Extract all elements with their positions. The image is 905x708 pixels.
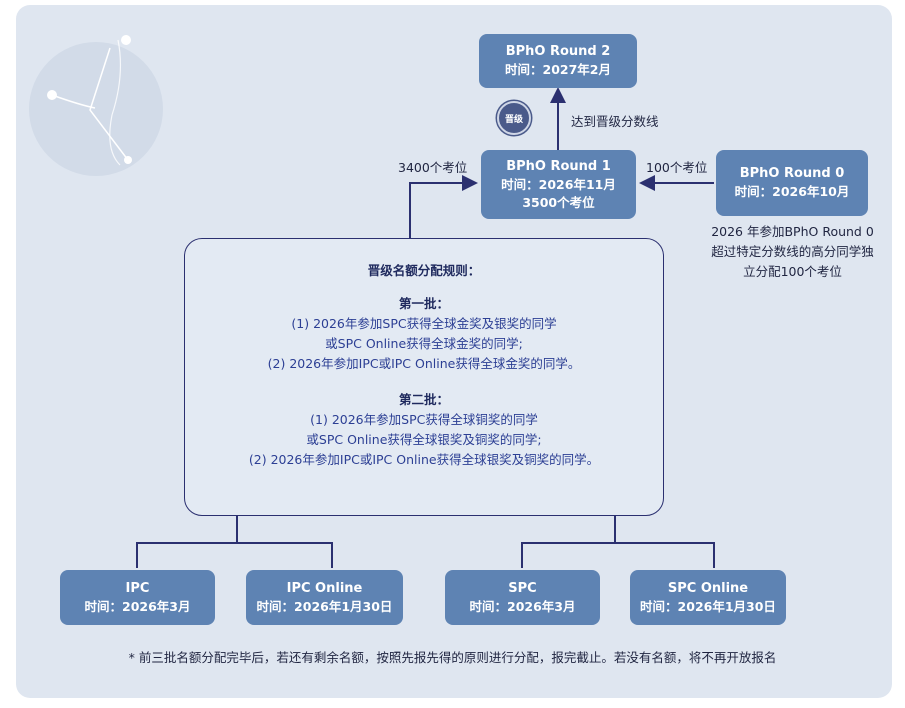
rules-title: 晋级名额分配规则：	[367, 263, 481, 278]
round1-time: 时间：2026年11月	[501, 176, 616, 192]
qualify-stamp-icon: 晋级	[497, 101, 531, 135]
ipc-online-box: IPC Online 时间：2026年1月30日	[246, 570, 403, 625]
round0-title: BPhO Round 0	[739, 166, 845, 181]
label-right-seats: 100个考位	[646, 160, 708, 175]
round1-box: BPhO Round 1 时间：2026年11月 3500个考位	[481, 150, 636, 219]
round0-note-line1: 2026 年参加BPhO Round 0	[711, 224, 874, 239]
spc-time: 时间：2026年3月	[469, 598, 576, 614]
round1-title: BPhO Round 1	[506, 158, 611, 174]
footnote: * 前三批名额分配完毕后，若还有剩余名额，按照先报先得的原则进行分配，报完截止。…	[128, 650, 777, 665]
round0-note-line2: 超过特定分数线的高分同学独	[711, 244, 874, 259]
batch2-line3: (2) 2026年参加IPC或IPC Online获得全球银奖及铜奖的同学。	[248, 452, 600, 467]
batch2-line1: (1) 2026年参加SPC获得全球铜奖的同学	[310, 412, 538, 427]
batch1-line3: (2) 2026年参加IPC或IPC Online获得全球金奖的同学。	[267, 356, 581, 371]
allocation-rules-box: 晋级名额分配规则： 第一批： (1) 2026年参加SPC获得全球金奖及银奖的同…	[184, 238, 664, 516]
spc-box: SPC 时间：2026年3月	[445, 570, 600, 625]
arrow-rules-to-round1	[409, 175, 478, 238]
spc-online-title: SPC Online	[667, 580, 749, 596]
label-to-round2: 达到晋级分数线	[571, 114, 659, 129]
spc-online-time: 时间：2026年1月30日	[640, 598, 776, 614]
spc-title: SPC	[508, 580, 537, 596]
batch1-heading: 第一批：	[398, 296, 449, 311]
batch1-line1: (1) 2026年参加SPC获得全球金奖及银奖的同学	[291, 316, 557, 331]
batch2-heading: 第二批：	[398, 392, 449, 407]
round2-time: 时间：2027年2月	[505, 62, 611, 77]
round1-seats: 3500个考位	[522, 194, 595, 210]
round2-box: BPhO Round 2 时间：2027年2月	[479, 34, 637, 88]
bracket-spc	[521, 516, 715, 568]
ipc-box: IPC 时间：2026年3月	[60, 570, 215, 625]
ipc-online-title: IPC Online	[286, 580, 363, 596]
round2-title: BPhO Round 2	[505, 44, 611, 59]
label-left-seats: 3400个考位	[398, 160, 468, 175]
round0-note: 2026 年参加BPhO Round 0 超过特定分数线的高分同学独 立分配10…	[690, 222, 895, 282]
round0-box: BPhO Round 0 时间：2026年10月	[716, 150, 868, 216]
bracket-ipc	[136, 516, 333, 568]
ipc-title: IPC	[125, 580, 150, 596]
ipc-online-time: 时间：2026年1月30日	[256, 598, 393, 614]
spc-online-box: SPC Online 时间：2026年1月30日	[630, 570, 786, 625]
stamp-text: 晋级	[504, 114, 523, 125]
batch1-line2: 或SPC Online获得全球金奖的同学;	[325, 336, 523, 351]
batch2-line2: 或SPC Online获得全球银奖及铜奖的同学;	[306, 432, 542, 447]
ipc-time: 时间：2026年3月	[84, 598, 191, 614]
round0-time: 时间：2026年10月	[734, 184, 850, 199]
round0-note-line3: 立分配100个考位	[743, 264, 842, 279]
